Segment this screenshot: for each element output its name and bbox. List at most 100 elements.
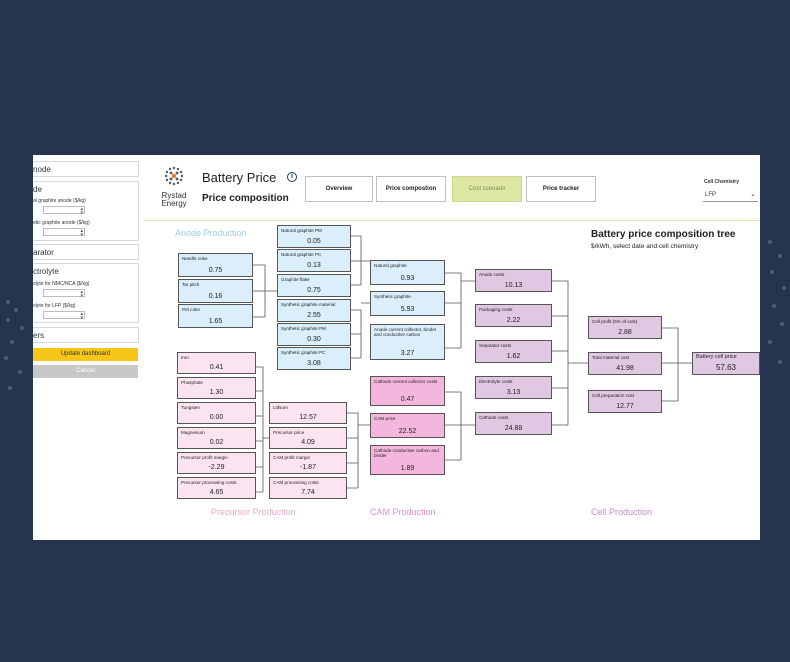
sidebar-section-anode[interactable]: node [33,161,139,177]
node-value: 5.93 [400,306,415,313]
section-label-precursor: Precursor Production [211,507,296,517]
node-value: 0.41 [209,364,224,371]
node-value: 3.27 [400,350,415,357]
node-cam-profit-margin[interactable]: CAM profit margin-1.87 [269,452,347,474]
update-dashboard-button[interactable]: Update dashboard [33,348,138,361]
sidebar-section-separator[interactable]: arator [33,244,139,260]
cell-chemistry-label: Cell Chemistry [704,179,740,185]
node-value: 0.16 [208,293,223,300]
node-label: Phosphate [181,380,203,385]
node-cell-profit[interactable]: Cell profit (5% of cost)2.88 [588,316,662,339]
node-value: 0.05 [307,238,321,245]
node-label: Electrolyte costs [479,379,513,384]
nav-cost-scenario-button[interactable]: Cost scenario [452,176,522,202]
node-electrolyte-costs[interactable]: Electrolyte costs 3.13 [475,376,552,399]
node-value: 0.30 [307,336,321,343]
electrolyte-lfp-input[interactable]: ▴▾ [43,311,85,321]
sidebar-section-title: ers [33,331,45,340]
connector-line [253,264,277,318]
node-label: Needle coke [182,256,208,261]
node-cell-preparation-cost[interactable]: Cell preparation cost 12.77 [588,390,662,413]
node-value: 12.77 [616,403,634,410]
section-label-cell: Cell Production [591,507,653,517]
node-label: Cell preparation cost [592,393,635,398]
node-value: 3.08 [307,360,321,367]
node-value: 1.62 [506,353,521,360]
node-precursor-profit-margin[interactable]: Precursor profit margin-2.29 [177,452,256,474]
node-value: 1.65 [208,318,223,325]
connector-line [552,280,588,426]
page-subtitle: Price composition [202,193,289,204]
node-label: Pet coke [182,307,200,312]
tree-connectors [253,235,692,493]
node-value: 24.88 [504,425,523,432]
spinner-icon[interactable]: ▴▾ [80,289,83,299]
node-label: Synthetic graphite material [281,302,336,307]
node-label: Battery cell price [696,354,737,360]
nav-overview-button[interactable]: Overview [305,176,373,202]
node-label: Anode costs [479,272,505,277]
nav-price-tracker-button[interactable]: Price tracker [526,176,596,202]
connector-line [445,391,475,461]
node-pet-coke[interactable]: Pet coke 1.65 [178,304,253,328]
cancel-button[interactable]: Cancel [33,365,138,378]
tree-title: Battery price composition tree [591,229,736,240]
nav-price-composition-button[interactable]: Price compostion [376,176,446,202]
node-value: 2.22 [506,317,521,324]
node-label: Synthetic graphite PM [281,326,326,331]
logo-text: Rystad [161,191,187,200]
field-label: olyte for NMC/NCA ($/kg) [33,281,90,287]
connector-line [347,412,370,489]
sidebar-section-electrolyte: ctrolyte olyte for NMC/NCA ($/kg) ▴▾ oly… [33,263,139,323]
spinner-icon[interactable]: ▴▾ [80,311,83,321]
spinner-icon[interactable]: ▴▾ [80,228,83,238]
node-value: 0.75 [307,287,321,294]
section-label-cam: CAM Production [370,507,436,517]
node-label: CAM processing costs [273,480,319,485]
node-anode-current-collector[interactable]: Anode current collector, binder and cond… [370,324,445,360]
connector-line [351,302,370,359]
node-value: 57.63 [715,363,737,372]
node-battery-cell-price[interactable]: Battery cell price 57.63 [692,352,760,375]
synthetic-graphite-price-input[interactable]: ▴▾ [43,228,85,238]
spinner-icon[interactable]: ▴▾ [80,206,83,216]
logo-text: Energy [161,199,187,208]
node-synthetic-graphite-pm[interactable]: Synthetic graphite PM 0.30 [277,323,351,346]
node-value: 0.13 [307,262,321,269]
node-value: 3.13 [506,389,521,396]
node-value: 4.09 [301,439,315,446]
sidebar-section-others[interactable]: ers [33,327,139,343]
natural-graphite-price-input[interactable]: ▴▾ [43,206,85,216]
node-label: Precursor profit margin [181,455,228,460]
node-label: Anode current collector, binder and cond… [374,327,437,337]
info-icon[interactable]: i [287,172,297,182]
electrolyte-nmc-input[interactable]: ▴▾ [43,289,85,299]
node-value: 2.88 [618,329,632,336]
cell-chemistry-select[interactable]: LFP ⌄ [703,191,758,202]
